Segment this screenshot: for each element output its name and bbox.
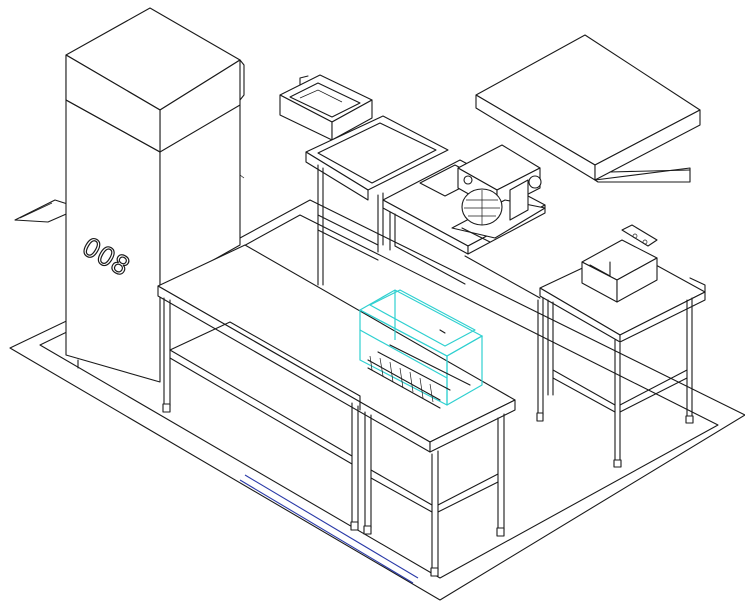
fryer — [581, 224, 658, 303]
front-work-table — [157, 244, 516, 577]
floor-edge-highlight — [244, 474, 419, 579]
extractor-hood — [475, 34, 701, 183]
pot-sink-stand — [305, 115, 449, 286]
planetary-mixer — [451, 144, 546, 243]
hand-sink — [279, 74, 373, 141]
display-grid — [367, 344, 471, 409]
heated-display-highlighted[interactable] — [358, 289, 484, 409]
fridge-unit: 008 — [65, 7, 245, 383]
